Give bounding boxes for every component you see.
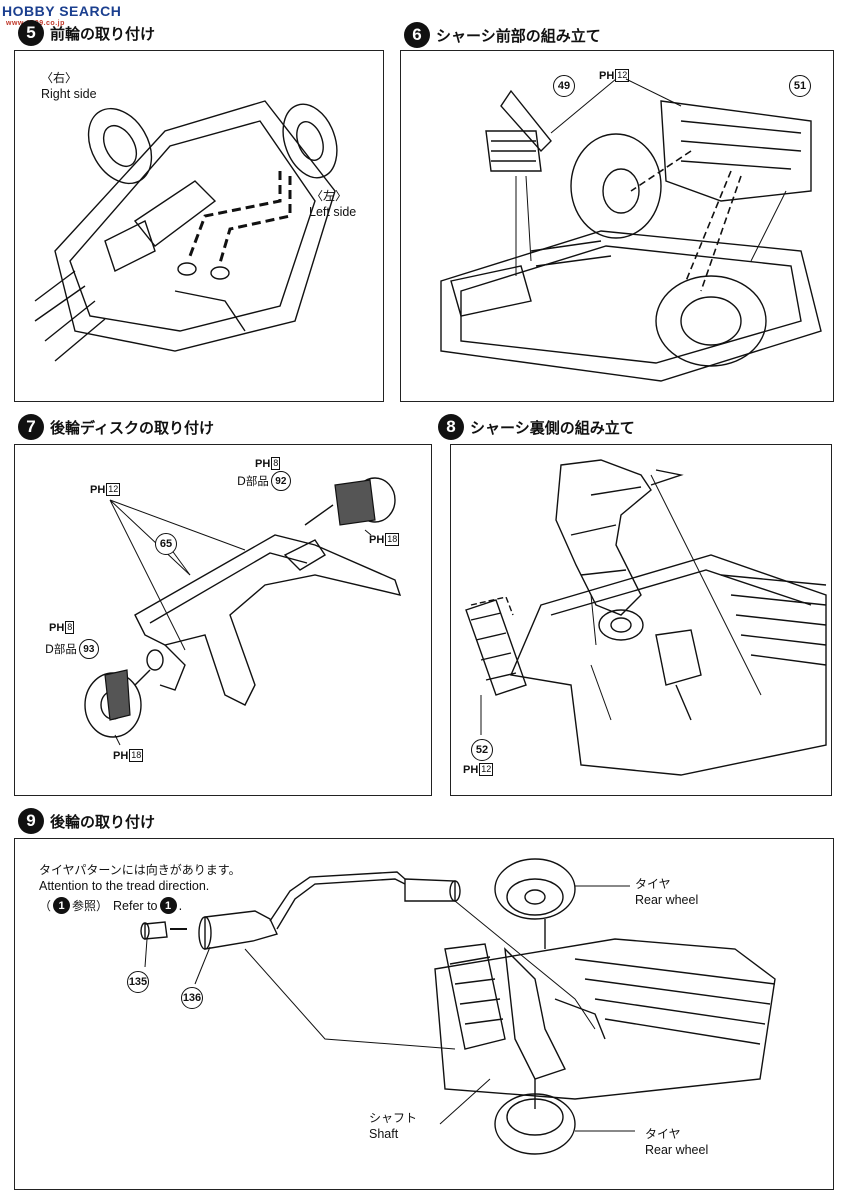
step6-part-49: 49 xyxy=(553,75,575,97)
step6-badge: 6 xyxy=(404,22,430,48)
step5-title-text: 前輪の取り付け xyxy=(50,24,156,43)
step8-title: 8 シャーシ裏側の組み立て xyxy=(438,414,635,440)
step9-ref-en: Refer to xyxy=(113,898,158,913)
step7-part-93: 93 xyxy=(78,639,99,659)
watermark: HOBBY SEARCHwww.1999.co.jp xyxy=(2,3,121,27)
step7-title-text: 後輪ディスクの取り付け xyxy=(50,418,214,437)
step8-title-text: シャーシ裏側の組み立て xyxy=(470,418,635,437)
step7-badge: 7 xyxy=(18,414,44,440)
step9-drawing xyxy=(140,858,776,1155)
step5-title: 5 前輪の取り付け xyxy=(18,20,155,46)
step9-note-en: Attention to the tread direction. xyxy=(39,879,210,893)
step5-badge: 5 xyxy=(18,20,44,46)
step7-drawing xyxy=(84,477,402,746)
step9-tire-top-en: Rear wheel xyxy=(635,893,699,907)
step9-badge: 9 xyxy=(18,808,44,834)
step8-part-52: 52 xyxy=(471,739,493,761)
step6-title-text: シャーシ前部の組み立て xyxy=(436,26,601,45)
step7-title: 7 後輪ディスクの取り付け xyxy=(18,414,214,440)
step6-drawing xyxy=(440,78,822,382)
step9-title-text: 後輪の取り付け xyxy=(50,812,156,831)
step6-title: 6 シャーシ前部の組み立て xyxy=(404,22,601,48)
step9-part-135: 135 xyxy=(127,971,149,993)
step6-part-51: 51 xyxy=(789,75,811,97)
step9-note-jp: タイヤパターンには向きがあります。 xyxy=(39,863,241,877)
step9-refer-line: （ 1 参照） Refer to 1 . xyxy=(39,897,182,914)
step9-title: 9 後輪の取り付け xyxy=(18,808,155,834)
step9-tire-bottom-en: Rear wheel xyxy=(645,1143,709,1157)
step9-ref-end: . xyxy=(178,898,183,913)
step9-part-136: 136 xyxy=(181,987,203,1009)
step8-badge: 8 xyxy=(438,414,464,440)
step9-tire-top-jp: タイヤ xyxy=(635,877,671,891)
step9-ref-open: （ xyxy=(39,899,52,913)
step9-shaft-en: Shaft xyxy=(369,1127,399,1141)
step9-ref-badge-1: 1 xyxy=(53,897,71,914)
step5-right-en: Right side xyxy=(41,87,97,101)
step9-panel: タイヤパターンには向きがあります。 Attention to the tread… xyxy=(14,838,834,1190)
step5-left-jp: 〈左〉 xyxy=(311,189,348,203)
step5-right-jp: 〈右〉 xyxy=(41,71,78,85)
step5-left-en: Left side xyxy=(309,205,357,219)
step9-ref-badge-2: 1 xyxy=(159,897,177,914)
step7-part-65: 65 xyxy=(155,533,177,555)
step5-panel: 〈右〉 Right side 〈左〉 Left side xyxy=(14,50,384,402)
step5-drawing xyxy=(34,100,338,362)
step9-shaft-jp: シャフト xyxy=(369,1111,418,1125)
step9-ref-jp: 参照） xyxy=(72,899,109,913)
step7-part-92: 92 xyxy=(270,471,291,491)
step8-drawing xyxy=(465,459,827,776)
step9-tire-bottom-jp: タイヤ xyxy=(645,1127,681,1141)
